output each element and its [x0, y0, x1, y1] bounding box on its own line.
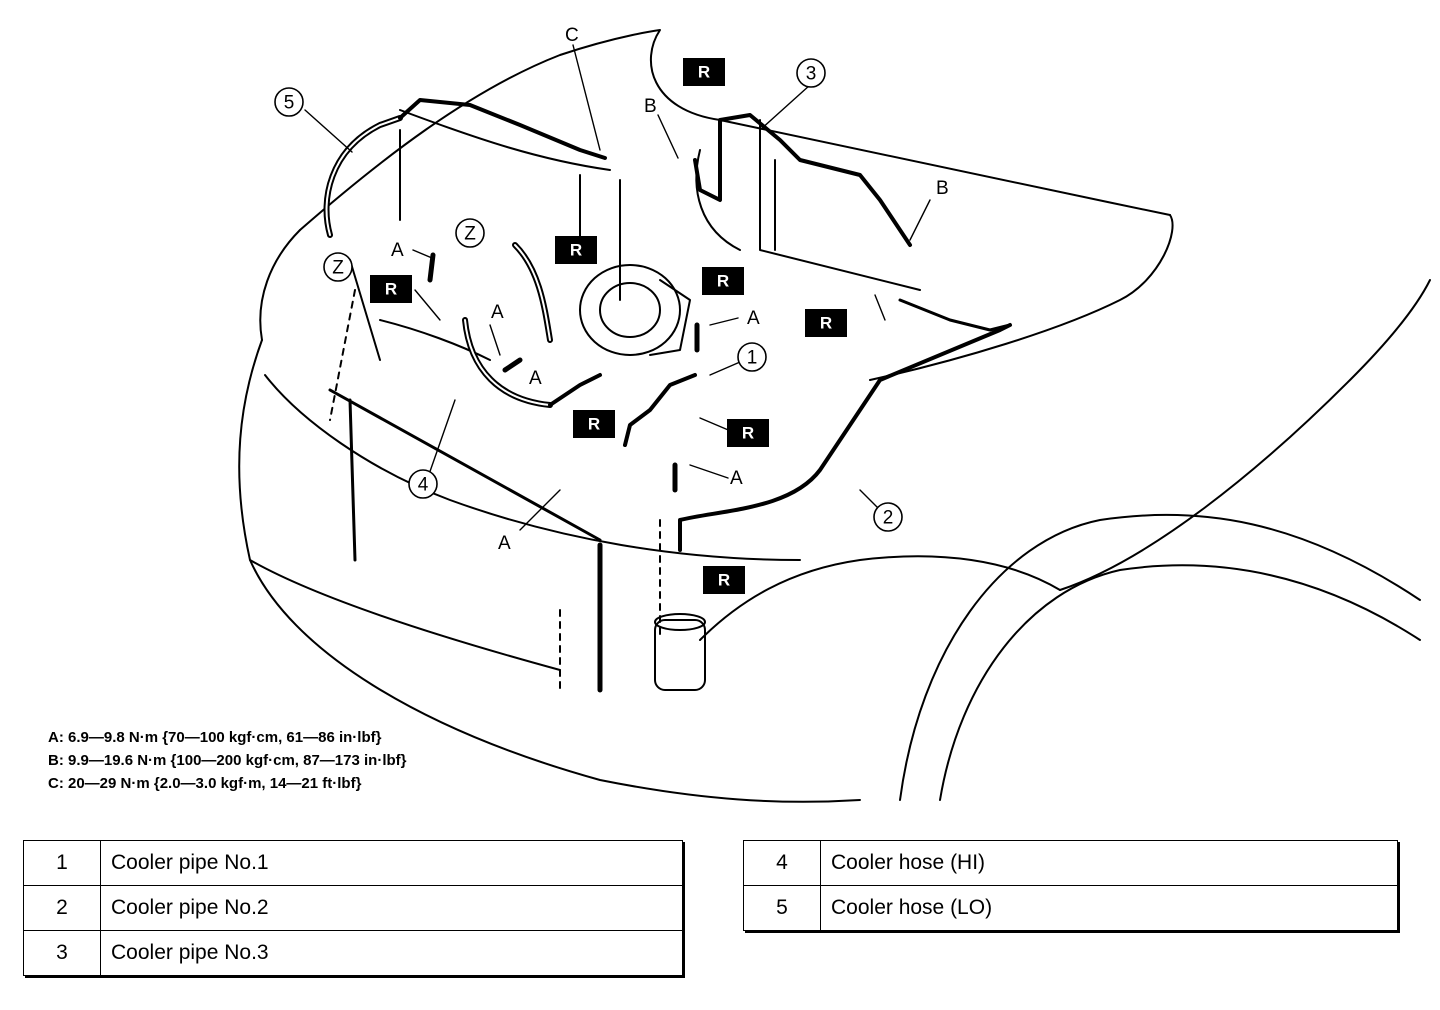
suction-hose — [512, 242, 553, 343]
receiver-drier — [654, 619, 706, 691]
part-name: Cooler pipe No.2 — [100, 885, 683, 931]
svg-text:4: 4 — [418, 475, 429, 496]
svg-text:R: R — [570, 241, 582, 260]
wheel-arch — [899, 513, 1421, 801]
condenser-pipe — [328, 388, 602, 542]
replace-tag: R — [727, 419, 769, 447]
wheel-inner — [939, 564, 1421, 801]
svg-text:R: R — [698, 63, 710, 82]
svg-text:R: R — [588, 415, 600, 434]
replace-tag: R — [683, 58, 725, 86]
part-name: Cooler pipe No.3 — [100, 930, 683, 976]
label-a: A — [391, 240, 404, 261]
compressor — [579, 264, 681, 356]
callout-3: 3 — [796, 58, 826, 88]
headlight — [379, 319, 491, 361]
svg-text:Z: Z — [464, 224, 476, 245]
svg-text:R: R — [820, 314, 832, 333]
bumper-lower — [249, 559, 561, 671]
svg-text:2: 2 — [883, 508, 894, 529]
label-a: A — [747, 308, 760, 329]
callout-4: 4 — [408, 469, 438, 499]
bolt-a — [502, 357, 523, 373]
grille-outline — [264, 374, 801, 561]
part-number: 3 — [23, 930, 101, 976]
part-name: Cooler hose (HI) — [820, 840, 1398, 886]
table-row: 4 Cooler hose (HI) — [743, 840, 1398, 886]
callout-2: 2 — [873, 502, 903, 532]
bolt-a — [427, 252, 436, 283]
torque-spec-b: B: 9.9—19.6 N·m {100—200 kgf·cm, 87—173 … — [48, 752, 407, 769]
part-number: 2 — [23, 885, 101, 931]
bumper-outline — [238, 339, 861, 803]
hood-front-edge — [259, 229, 301, 341]
svg-text:R: R — [718, 571, 730, 590]
table-row: 5 Cooler hose (LO) — [743, 885, 1398, 931]
svg-text:1: 1 — [747, 348, 758, 369]
svg-text:Z: Z — [332, 258, 344, 279]
firewall — [759, 119, 921, 291]
replace-tag: R — [805, 309, 847, 337]
label-a: A — [498, 533, 511, 554]
part-number: 1 — [23, 840, 101, 886]
svg-text:R: R — [385, 280, 397, 299]
part-number: 5 — [743, 885, 821, 931]
torque-spec-a: A: 6.9—9.8 N·m {70—100 kgf·cm, 61—86 in·… — [48, 729, 382, 746]
label-a: A — [730, 468, 743, 489]
ref-line — [329, 289, 356, 421]
hood-outline — [299, 29, 1171, 231]
table-row: 2 Cooler pipe No.2 — [23, 885, 683, 931]
fender-curve — [699, 555, 1061, 641]
callout-1: 1 — [737, 342, 767, 372]
fender-right — [1059, 279, 1431, 591]
part-number: 4 — [743, 840, 821, 886]
callout-z-center: Z — [455, 218, 485, 248]
label-a: A — [529, 368, 542, 389]
parts-table-right: 4 Cooler hose (HI) 5 Cooler hose (LO) — [743, 840, 1398, 931]
label-b: B — [644, 96, 657, 117]
label-c: C — [565, 25, 579, 46]
callout-5: 5 — [274, 87, 304, 117]
cooler-pipe-1 — [623, 373, 697, 447]
radiator-support — [349, 179, 621, 361]
replace-tag: R — [703, 566, 745, 594]
cooler-pipe-3 — [693, 113, 912, 247]
part-name: Cooler pipe No.1 — [100, 840, 683, 886]
label-b: B — [936, 178, 949, 199]
label-a: A — [491, 302, 504, 323]
replace-tag: R — [573, 410, 615, 438]
part-name: Cooler hose (LO) — [820, 885, 1398, 931]
callout-z-left: Z — [323, 252, 353, 282]
svg-text:3: 3 — [806, 64, 817, 85]
torque-spec-c: C: 20—29 N·m {2.0—3.0 kgf·m, 14—21 ft·lb… — [48, 775, 362, 792]
ac-line-exploded-diagram: 1 2 3 4 5 Z Z C B B A A A A A A R R R R … — [238, 25, 1431, 803]
svg-text:R: R — [717, 272, 729, 291]
replace-tag: R — [370, 275, 412, 303]
parts-table-left: 1 Cooler pipe No.1 2 Cooler pipe No.2 3 … — [23, 840, 683, 976]
svg-text:5: 5 — [284, 93, 295, 114]
table-row: 3 Cooler pipe No.3 — [23, 930, 683, 976]
svg-text:R: R — [742, 424, 754, 443]
hose-lo-pipe — [398, 98, 607, 160]
body-right-edge — [869, 214, 1174, 381]
table-row: 1 Cooler pipe No.1 — [23, 840, 683, 886]
cooler-pipe-2 — [678, 323, 1012, 552]
replace-tag: R — [555, 236, 597, 264]
engine-bay-top — [399, 109, 611, 171]
replace-tag: R — [702, 267, 744, 295]
